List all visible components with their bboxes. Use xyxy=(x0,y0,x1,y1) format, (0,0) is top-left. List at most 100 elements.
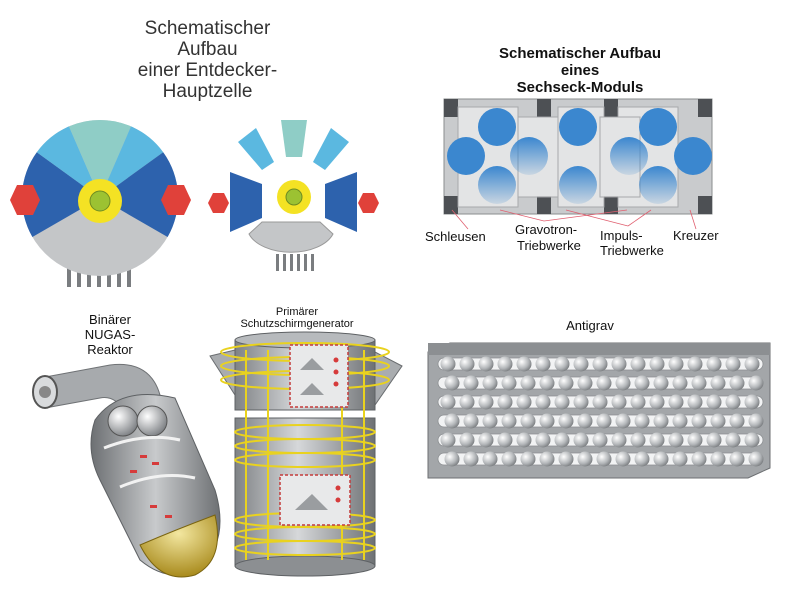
hauptzelle-title-line-1: Schematischer xyxy=(144,18,271,39)
antigrav-sphere xyxy=(630,432,646,448)
antigrav-sphere xyxy=(444,375,460,391)
antigrav-sphere xyxy=(482,413,498,429)
antigrav-sphere xyxy=(611,432,627,448)
antigrav-sphere xyxy=(596,413,612,429)
antigrav-sphere xyxy=(668,394,684,410)
sechseck-title: Schematischer Aufbau eines Sechseck-Modu… xyxy=(467,45,693,96)
reaktor-title-line-2: NUGAS- xyxy=(84,327,136,342)
reaktor-gold-dome xyxy=(139,514,218,578)
antigrav-sphere xyxy=(611,394,627,410)
antigrav-sphere xyxy=(687,356,703,372)
antigrav-sphere xyxy=(649,356,665,372)
hauptzelle-title-line-3: einer Entdecker- xyxy=(137,60,278,81)
antigrav-title: Antigrav xyxy=(566,318,614,333)
antigrav-sphere xyxy=(748,451,764,467)
antigrav-sphere xyxy=(706,356,722,372)
exploded-right-dark-segment xyxy=(325,172,357,232)
antigrav-sphere xyxy=(535,432,551,448)
antigrav-sphere xyxy=(691,413,707,429)
label-kreuzer: Kreuzer xyxy=(673,228,719,243)
antigrav-sphere xyxy=(687,432,703,448)
antigrav-sphere xyxy=(539,451,555,467)
antigrav-sphere xyxy=(554,432,570,448)
antigrav-sphere xyxy=(520,451,536,467)
reaktor-bands xyxy=(103,435,196,489)
hauptzelle-sector-teal-top xyxy=(69,119,131,198)
antigrav-sphere xyxy=(710,413,726,429)
exploded-right-top-segment xyxy=(313,128,349,170)
module-corner-blocks xyxy=(444,99,712,214)
antigrav-sphere xyxy=(706,394,722,410)
antigrav-sphere xyxy=(497,432,513,448)
antigrav-sphere xyxy=(463,451,479,467)
antigrav-sphere xyxy=(744,432,760,448)
antigrav-sphere xyxy=(630,394,646,410)
antigrav-sphere xyxy=(577,413,593,429)
antigrav-sphere xyxy=(440,394,456,410)
sechseck-title-line-3: Sechseck-Moduls xyxy=(516,79,644,96)
antigrav-sphere xyxy=(725,432,741,448)
antigrav-sphere xyxy=(615,413,631,429)
schutzschirm-title-line-2: Schutzschirmgenerator xyxy=(240,318,354,330)
antigrav-sphere xyxy=(611,356,627,372)
antigrav-sphere xyxy=(653,451,669,467)
antigrav-sphere xyxy=(615,451,631,467)
antigrav-sphere xyxy=(478,356,494,372)
antigrav-sphere xyxy=(649,394,665,410)
antigrav-sphere xyxy=(501,451,517,467)
antigrav-sphere xyxy=(573,394,589,410)
exploded-airlock-right xyxy=(358,193,379,213)
antigrav-sphere xyxy=(497,356,513,372)
antigrav-sphere xyxy=(748,375,764,391)
antigrav-sphere xyxy=(691,451,707,467)
hauptzelle-exploded-pins xyxy=(276,254,314,271)
antigrav-sphere xyxy=(634,375,650,391)
hauptzelle-sector-blue-right xyxy=(100,126,164,198)
antigrav-sphere xyxy=(596,375,612,391)
antigrav-sphere xyxy=(691,375,707,391)
reaktor-title: Binärer NUGAS- Reaktor xyxy=(70,312,150,357)
antigrav-sphere xyxy=(592,432,608,448)
reaktor-title-line-3: Reaktor xyxy=(87,342,133,357)
antigrav-sphere xyxy=(463,413,479,429)
hauptzelle-sector-dark-right xyxy=(100,152,179,237)
reaktor-indicators xyxy=(130,455,172,518)
antigrav-sphere xyxy=(558,451,574,467)
antigrav-sphere xyxy=(501,375,517,391)
antigrav-sphere xyxy=(482,375,498,391)
antigrav-sphere xyxy=(729,413,745,429)
antigrav-sphere xyxy=(520,375,536,391)
antigrav-sphere xyxy=(729,451,745,467)
antigrav-sphere xyxy=(653,375,669,391)
schutzschirm-panel-upper xyxy=(289,344,349,408)
antigrav-sphere xyxy=(440,356,456,372)
antigrav-sphere xyxy=(634,413,650,429)
antigrav-sphere xyxy=(501,413,517,429)
antigrav-sphere xyxy=(444,451,460,467)
antigrav-sphere xyxy=(615,375,631,391)
antigrav-sphere xyxy=(573,356,589,372)
antigrav-sphere xyxy=(649,432,665,448)
antigrav-sphere xyxy=(516,356,532,372)
antigrav-sphere xyxy=(482,451,498,467)
antigrav-sphere xyxy=(744,394,760,410)
antigrav-sphere xyxy=(558,413,574,429)
antigrav-sphere xyxy=(459,356,475,372)
antigrav-housing-top xyxy=(428,343,770,355)
schutzschirm-panel-indicators xyxy=(333,357,341,503)
antigrav-sphere xyxy=(653,413,669,429)
antigrav-sphere xyxy=(710,451,726,467)
antigrav-sphere xyxy=(672,375,688,391)
antigrav-sphere xyxy=(444,413,460,429)
label-gravotron-line-1: Gravotron- xyxy=(515,222,578,237)
hauptzelle-airlock-left xyxy=(10,185,40,215)
module-circles xyxy=(447,108,712,204)
label-impuls-line-2: Triebwerke xyxy=(600,243,664,258)
hauptzelle-core xyxy=(89,190,111,212)
antigrav-sphere xyxy=(516,432,532,448)
sechseck-title-line-2: eines xyxy=(560,62,600,79)
antigrav-sphere xyxy=(573,432,589,448)
antigrav-sphere xyxy=(668,356,684,372)
